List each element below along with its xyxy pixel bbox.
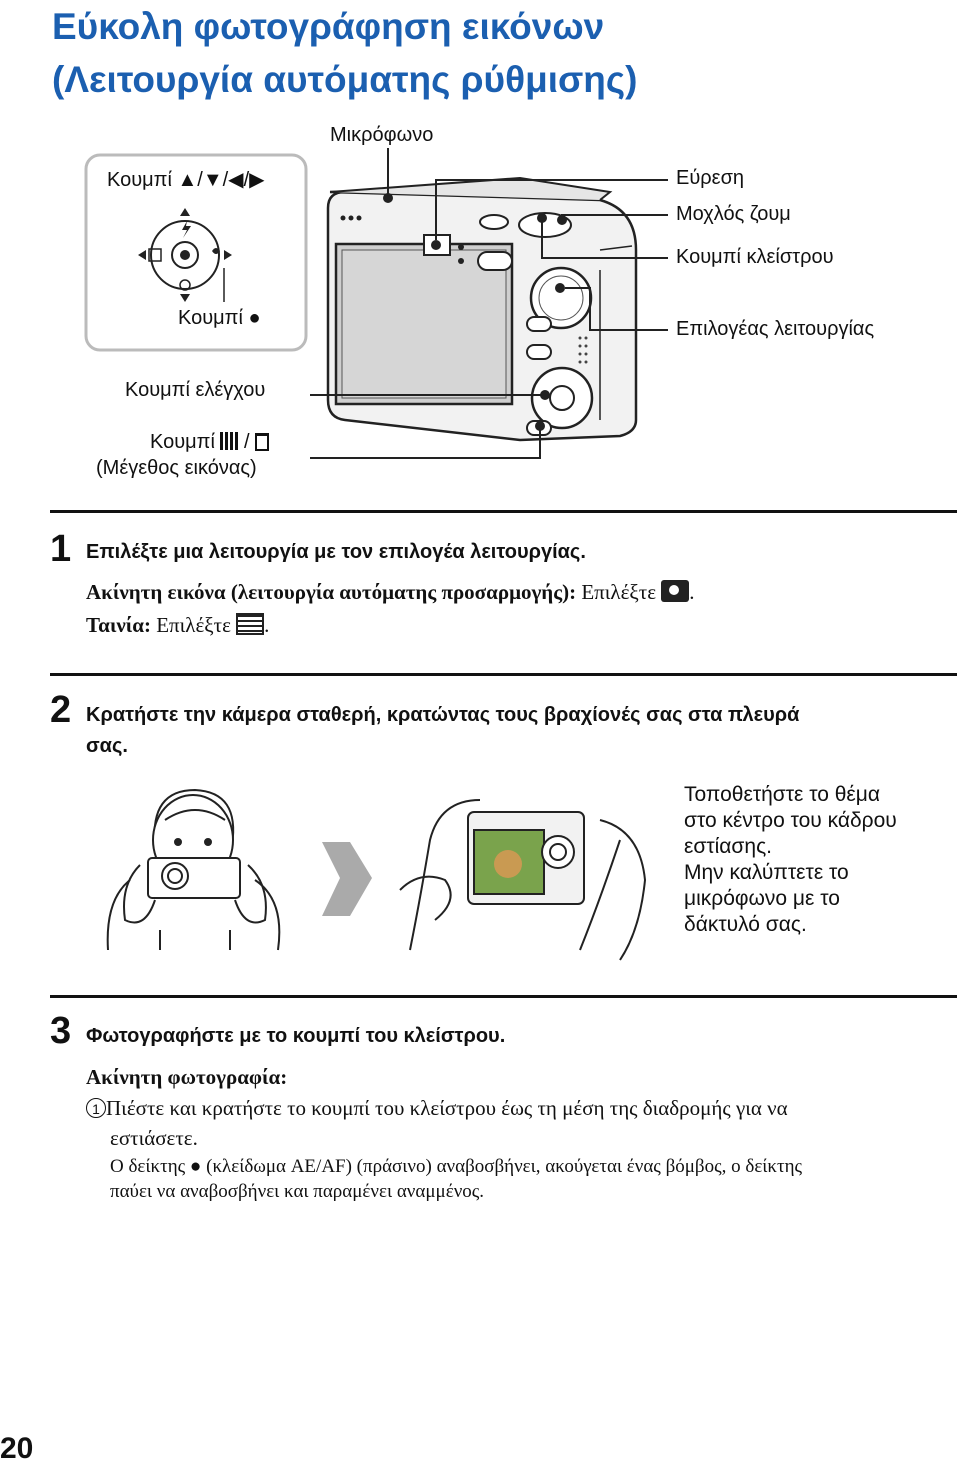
step1-movie: Ταινία: Επιλέξτε .: [86, 613, 270, 637]
movie-mode-icon: [236, 613, 265, 635]
tip-line-3: εστίασης.: [684, 835, 773, 858]
camera-diagram: [84, 148, 668, 459]
title-line-1: Εύκολη φωτογράφηση εικόνων: [52, 6, 605, 47]
label-zoom-lever: Μοχλός ζουμ: [676, 203, 791, 225]
label-shutter-button: Κουμπί κλείστρου: [676, 246, 834, 268]
page-title: Εύκολη φωτογράφηση εικόνων (Λειτουργία α…: [52, 0, 637, 106]
step1-movie-action: Επιλέξτε: [156, 613, 231, 637]
label-image-size: (Μέγεθος εικόνας): [96, 457, 257, 479]
hands-holding-camera: [399, 799, 647, 961]
tip-line-2: στο κέντρο του κάδρου: [684, 809, 897, 832]
still-photo-label: Ακίνητη φωτογραφία:: [86, 1065, 288, 1089]
note-line1: Ο δείκτης ● (κλείδωμα AE/AF) (πράσινο) α…: [110, 1156, 803, 1177]
step2-heading-line2: σας.: [86, 735, 128, 757]
page-number: 20: [0, 1432, 34, 1465]
step3-rule: [50, 995, 957, 998]
tip-line-6: δάκτυλό σας.: [684, 913, 807, 936]
item1-line2: εστιάσετε.: [110, 1126, 198, 1150]
macro-icon: [212, 248, 220, 254]
step3-heading: Φωτογραφήστε με το κουμπί του κλείστρου.: [86, 1025, 506, 1047]
flash-icon: [182, 221, 191, 238]
trash-icon: [255, 433, 270, 451]
tip-line-1: Τοποθετήστε το θέμα: [684, 783, 881, 806]
step2-rule: [50, 673, 957, 676]
step2-number: 2: [50, 689, 72, 731]
control-pad-icon: [138, 208, 232, 302]
step1-number: 1: [50, 528, 72, 570]
step1-still-action: Επιλέξτε: [581, 580, 657, 604]
step1-still-label: Ακίνητη εικόνα (λειτουργία αυτόματης προ…: [86, 580, 577, 604]
step1-heading: Επιλέξτε μια λειτουργία με τον επιλογέα …: [86, 541, 586, 563]
tip-line-4: Μην καλύπτετε το: [684, 861, 849, 884]
label-finder: Εύρεση: [676, 167, 745, 189]
step1-rule: [50, 510, 957, 513]
item1-line1: Πιέστε και κρατήστε το κουμπί του κλείστ…: [106, 1096, 788, 1120]
holding-illustration: [106, 788, 647, 961]
image-size-icon: [220, 432, 239, 450]
step1-movie-label: Ταινία:: [86, 613, 151, 637]
title-line-2: (Λειτουργία αυτόματης ρύθμισης): [52, 59, 638, 100]
camera-mode-icon: [661, 580, 690, 602]
label-mode-dial: Επιλογέας λειτουργίας: [676, 318, 875, 340]
note-line2: παύει να αναβοσβήνει και παραμένει αναμμ…: [110, 1181, 485, 1202]
step1-still: Ακίνητη εικόνα (λειτουργία αυτόματης προ…: [86, 580, 695, 604]
tip-line-5: μικρόφωνο με το: [684, 887, 840, 910]
slash-separator: /: [244, 431, 250, 453]
item1-marker: 1: [86, 1098, 106, 1118]
label-control-button: Κουμπί ελέγχου: [125, 379, 266, 401]
exposure-icon: [148, 248, 162, 262]
arrow-right-icon: [322, 842, 372, 916]
dog-photo-icon: [494, 850, 522, 878]
label-arrow-buttons: Κουμπί ▲/▼/◀/▶: [107, 169, 265, 191]
person-holding-camera: [106, 788, 281, 951]
self-timer-icon: [179, 279, 191, 291]
label-center-button: Κουμπί ●: [178, 307, 261, 329]
step3-number: 3: [50, 1010, 72, 1052]
label-microphone: Μικρόφωνο: [330, 124, 434, 146]
camera-body: [326, 176, 638, 442]
label-image-size-button: Κουμπί /: [150, 431, 270, 454]
step2-heading-line1: Κρατήστε την κάμερα σταθερή, κρατώντας τ…: [86, 704, 800, 726]
tip-block: Τοποθετήστε το θέμα στο κέντρο του κάδρο…: [684, 782, 897, 938]
label-image-size-button-text: Κουμπί: [150, 431, 215, 453]
